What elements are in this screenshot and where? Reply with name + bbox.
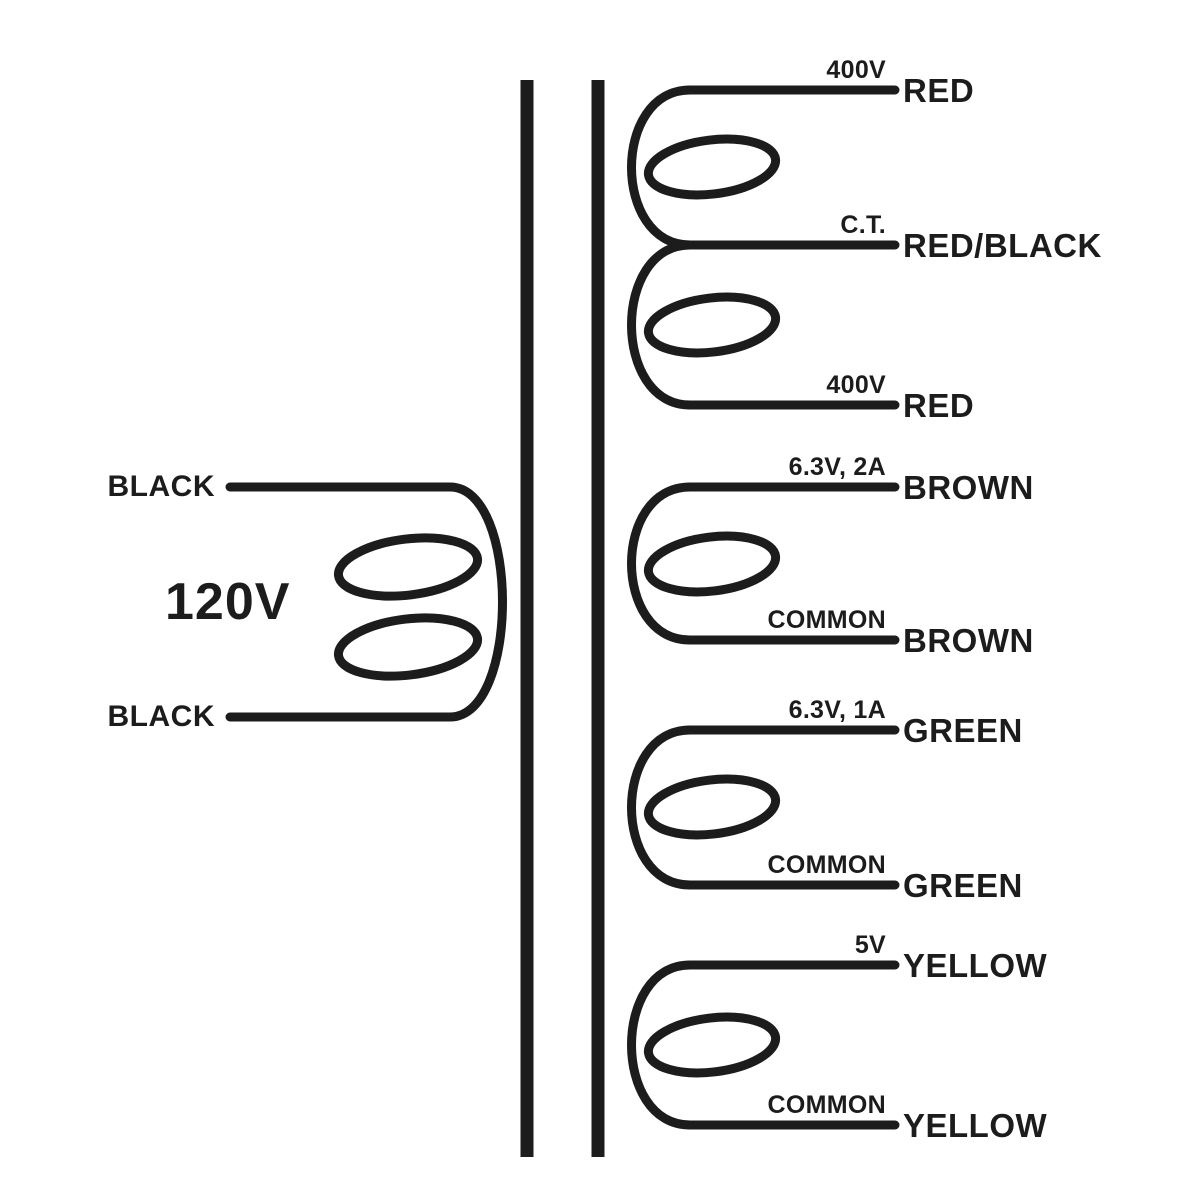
rectifier-5v-winding-wire: [627, 960, 900, 1130]
hv-bottom-wire-label: RED: [903, 387, 975, 424]
hv-winding-lower-wire: [627, 240, 900, 410]
rectifier-5v-top-wire-label: YELLOW: [903, 947, 1048, 984]
hv-center-wire-label: RED/BLACK: [903, 227, 1102, 264]
heater-1a-common-tap-label: COMMON: [767, 851, 886, 879]
heater-1a-common-wire-label: GREEN: [903, 867, 1023, 904]
rectifier-5v-top-tap-label: 5V: [854, 931, 886, 959]
hv-winding-upper-wire: [627, 85, 900, 250]
primary-top-lead-label: BLACK: [107, 470, 215, 503]
heater-2a-top-wire-label: BROWN: [903, 469, 1034, 506]
heater-1a-loop: [643, 774, 781, 840]
primary-loop-1: [333, 533, 483, 601]
primary-bottom-lead-label: BLACK: [107, 700, 215, 733]
hv-loop-2: [643, 292, 781, 358]
hv-bottom-tap-label: 400V: [826, 371, 886, 399]
heater-1a-top-wire-label: GREEN: [903, 712, 1023, 749]
heater-1a-winding-wire: [627, 725, 900, 890]
rectifier-5v-common-wire-label: YELLOW: [903, 1107, 1048, 1144]
heater-1a-top-tap-label: 6.3V, 1A: [788, 696, 886, 724]
rectifier-5v-loop: [643, 1012, 781, 1078]
heater-2a-top-tap-label: 6.3V, 2A: [788, 453, 886, 481]
hv-top-tap-label: 400V: [826, 56, 886, 84]
rectifier-5v-common-tap-label: COMMON: [767, 1091, 886, 1119]
hv-center-tap-label: C.T.: [840, 211, 886, 239]
hv-top-wire-label: RED: [903, 72, 975, 109]
primary-winding-wire: [225, 482, 507, 722]
primary-loop-2: [333, 613, 483, 681]
primary-voltage-label: 120V: [165, 573, 291, 631]
heater-2a-common-wire-label: BROWN: [903, 622, 1034, 659]
heater-2a-winding-wire: [627, 482, 900, 645]
heater-2a-loop: [643, 531, 781, 597]
heater-2a-common-tap-label: COMMON: [767, 606, 886, 634]
hv-loop-1: [643, 134, 781, 200]
